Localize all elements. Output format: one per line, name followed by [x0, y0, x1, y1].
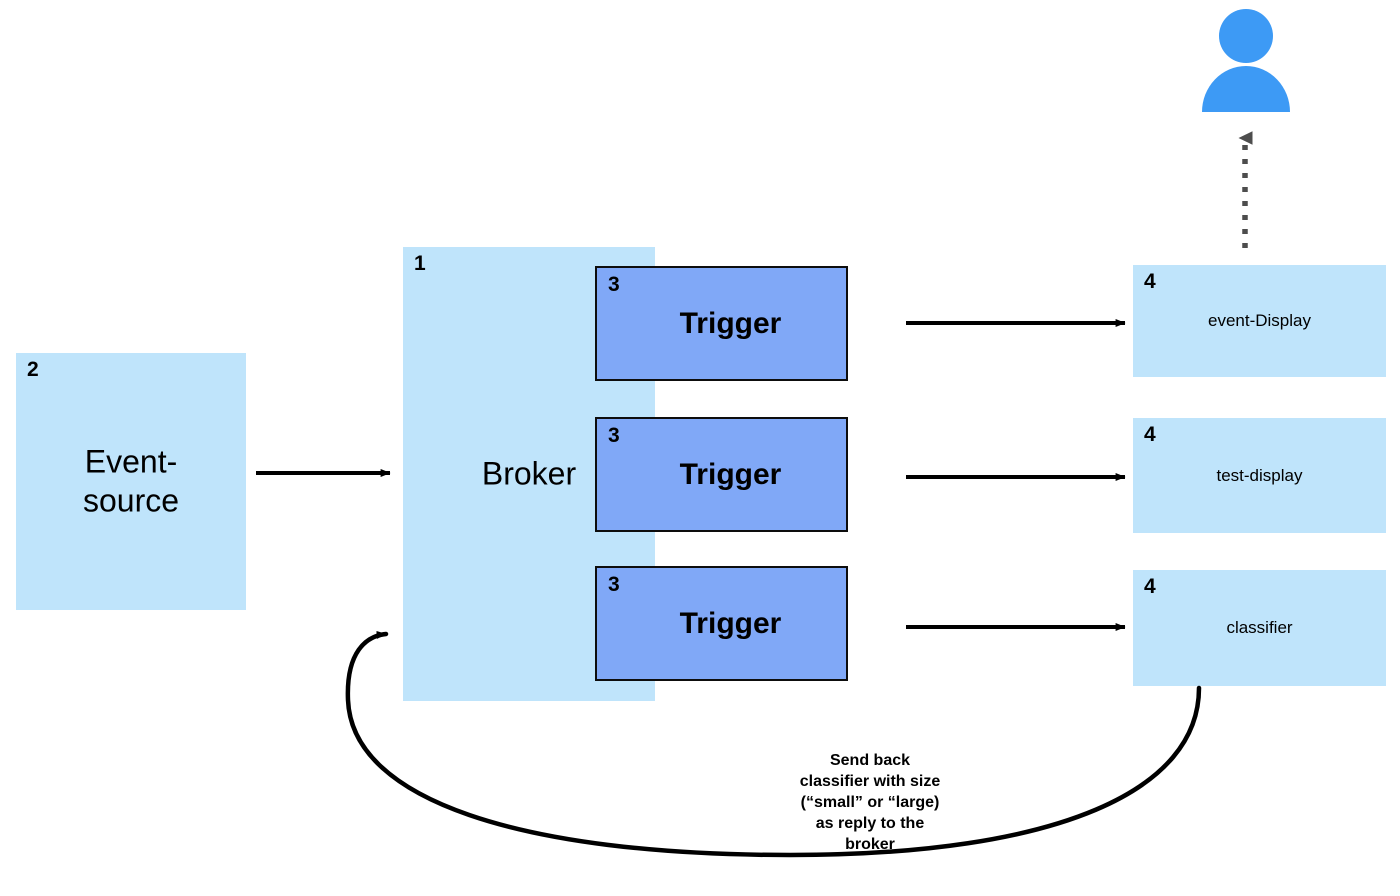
node-number-sink-2: 4: [1144, 423, 1156, 446]
node-number-trigger-2: 3: [608, 424, 620, 447]
node-number-sink-3: 4: [1144, 575, 1156, 598]
node-sink-event-display[interactable]: 4 event-Display: [1133, 265, 1386, 377]
node-label-broker: Broker: [481, 455, 577, 492]
node-sink-classifier[interactable]: 4 classifier: [1133, 570, 1386, 686]
node-number-sink-1: 4: [1144, 270, 1156, 293]
node-trigger-2[interactable]: 3 Trigger: [595, 417, 848, 532]
node-event-source[interactable]: 2 Event- source: [16, 353, 246, 610]
person-icon: [1196, 8, 1296, 112]
node-trigger-1[interactable]: 3 Trigger: [595, 266, 848, 381]
node-label-sink-3: classifier: [1226, 618, 1293, 637]
feedback-caption: Send back classifier with size (“small” …: [799, 752, 941, 854]
node-label-trigger-2: Trigger: [679, 457, 782, 491]
node-label-sink-1: event-Display: [1208, 311, 1311, 330]
node-label-trigger-3: Trigger: [679, 606, 782, 640]
node-label-event-source: Event- source: [82, 442, 180, 519]
node-number-broker: 1: [414, 252, 426, 275]
node-label-trigger-1: Trigger: [679, 306, 782, 340]
node-number-trigger-1: 3: [608, 273, 620, 296]
node-sink-test-display[interactable]: 4 test-display: [1133, 418, 1386, 533]
node-number-trigger-3: 3: [608, 573, 620, 596]
node-label-sink-2: test-display: [1216, 465, 1303, 485]
node-trigger-3[interactable]: 3 Trigger: [595, 566, 848, 681]
node-number-event-source: 2: [27, 358, 39, 381]
